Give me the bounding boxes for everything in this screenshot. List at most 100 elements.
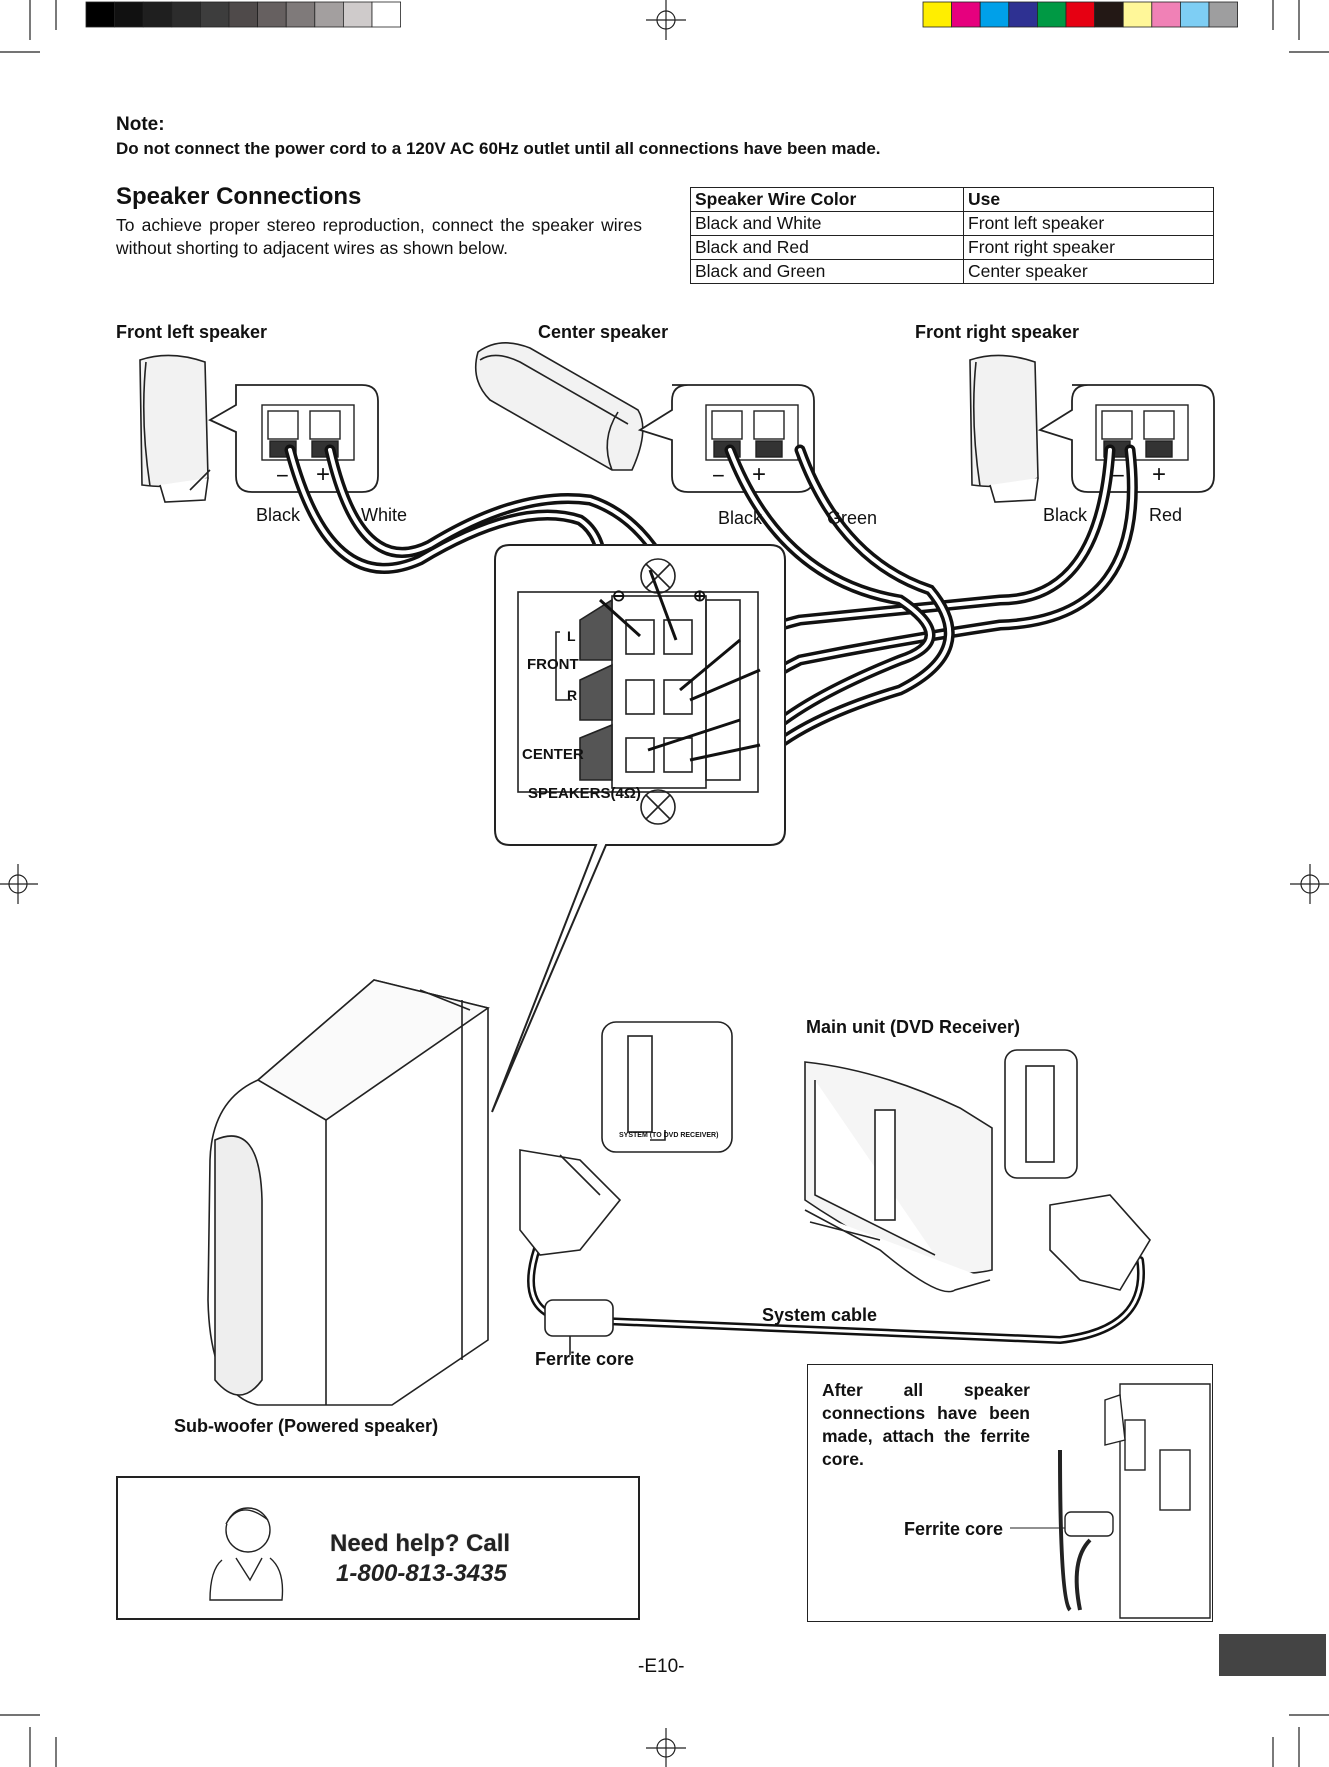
calibration-swatch [171,1,201,28]
main-unit-label: Main unit (DVD Receiver) [806,1017,1021,1037]
color-calibration-bar [922,1,1239,28]
table-cell: Center speaker [963,259,1214,284]
table-header: Use [963,187,1214,212]
calibration-swatch [1208,1,1239,28]
main-unit-port-callout [1004,1049,1078,1179]
note-heading: Note: [116,114,165,135]
panel-r-label: R [567,687,578,703]
calibration-swatch [342,1,373,28]
speaker-terminal-panel [517,558,759,825]
system-cable-plugs [519,1149,1151,1291]
front-left-speaker-illustration [139,354,211,503]
calibration-swatch [371,1,402,28]
calibration-swatch [114,1,144,28]
front-right-speaker-illustration [969,354,1039,503]
calibration-swatch [1122,1,1153,28]
fl-white-wire-label: White [361,505,408,525]
c-plus-symbol: + [752,461,767,488]
help-text: Need help? Call [330,1530,511,1557]
table-cell: Black and White [689,211,965,236]
help-phone-number: 1-800-813-3435 [336,1560,507,1587]
front-left-speaker-label: Front left speaker [116,322,268,342]
calibration-swatch [951,1,981,28]
subwoofer-label: Sub-woofer (Powered speaker) [174,1416,439,1436]
terminal-spring [1145,440,1173,458]
speaker-cables [284,444,1138,766]
panel-front-label: FRONT [527,656,579,673]
table-row: Black and Red Front right speaker [689,235,1214,260]
page-number: -E10- [638,1656,685,1677]
front-right-speaker-label: Front right speaker [915,322,1080,342]
subwoofer-panel-callout [491,544,786,1113]
ferrite-core-inset-label: Ferrite core [904,1519,1004,1539]
ferrite-note-text: After all speaker connections have been … [822,1380,1030,1469]
calibration-swatch [979,1,1010,28]
calibration-swatch [285,1,316,28]
terminal-spring [755,440,783,458]
speaker-wire-table: Speaker Wire Color Use Black and White F… [689,187,1214,284]
calibration-swatch [1180,1,1210,28]
c-minus-symbol: − [712,463,725,488]
fr-black-wire-label: Black [1043,505,1088,525]
table-header-row: Speaker Wire Color Use [689,187,1214,212]
section-tab-marker [1219,1634,1326,1676]
speaker-terminal [711,410,743,440]
section-intro: To achieve proper stereo reproduction, c… [116,215,642,258]
table-cell: Front left speaker [963,211,1214,236]
speaker-terminal-blocks [261,404,1189,461]
help-person-illustration [209,1507,284,1601]
panel-l-label: L [567,628,576,644]
fr-minus-symbol: − [1112,463,1125,488]
calibration-swatch [1065,1,1096,28]
system-cable-label: System cable [762,1305,878,1325]
table-cell: Black and Red [689,235,965,260]
panel-minus-mark: ⊖ [612,588,626,605]
main-unit-illustration [804,1061,993,1293]
help-box: Need help? Call 1-800-813-3435 [116,1476,640,1620]
fl-minus-symbol: − [276,463,289,488]
ferrite-core-label: Ferrite core [535,1349,635,1369]
speaker-terminal [1101,410,1133,440]
speaker-terminal [1143,410,1175,440]
calibration-swatch [85,1,116,28]
table-row: Black and White Front left speaker [689,211,1214,236]
calibration-swatch [228,1,259,28]
system-port-callout [601,1021,733,1153]
ferrite-note-box: After all speaker connections have been … [807,1364,1213,1622]
panel-center-label: CENTER [522,746,584,763]
table-cell: Front right speaker [963,235,1214,260]
table-row: Black and Green Center speaker [689,259,1214,284]
section-title: Speaker Connections [116,183,362,210]
calibration-swatch [1151,1,1181,28]
subwoofer-illustration [207,979,490,1406]
speaker-terminal [267,410,299,440]
speaker-terminal [753,410,785,440]
panel-plus-mark: ⊕ [693,588,707,605]
center-speaker-illustration [474,342,644,471]
table-cell: Black and Green [689,259,965,284]
c-green-wire-label: Green [827,508,878,528]
ferrite-inset-illustration [1010,1383,1211,1619]
speaker-terminal [309,410,341,440]
center-speaker-label: Center speaker [538,322,669,342]
calibration-swatch [1094,1,1124,28]
fr-plus-symbol: + [1152,461,1167,488]
fr-red-wire-label: Red [1149,505,1183,525]
system-cable [527,1236,1145,1345]
note-text: Do not connect the power cord to a 120V … [116,139,881,158]
calibration-swatch [314,1,344,28]
calibration-swatch [1008,1,1038,28]
c-black-wire-label: Black [718,508,763,528]
calibration-swatch [199,1,230,28]
ferrite-core-illustration [544,1299,614,1355]
gray-calibration-bar [85,1,402,28]
panel-speakers-label: SPEAKERS(4Ω) [528,785,641,802]
panel-arrows [598,569,761,762]
fl-black-wire-label: Black [256,505,301,525]
calibration-swatch [922,1,953,28]
calibration-swatch [257,1,287,28]
fl-plus-symbol: + [316,461,331,488]
